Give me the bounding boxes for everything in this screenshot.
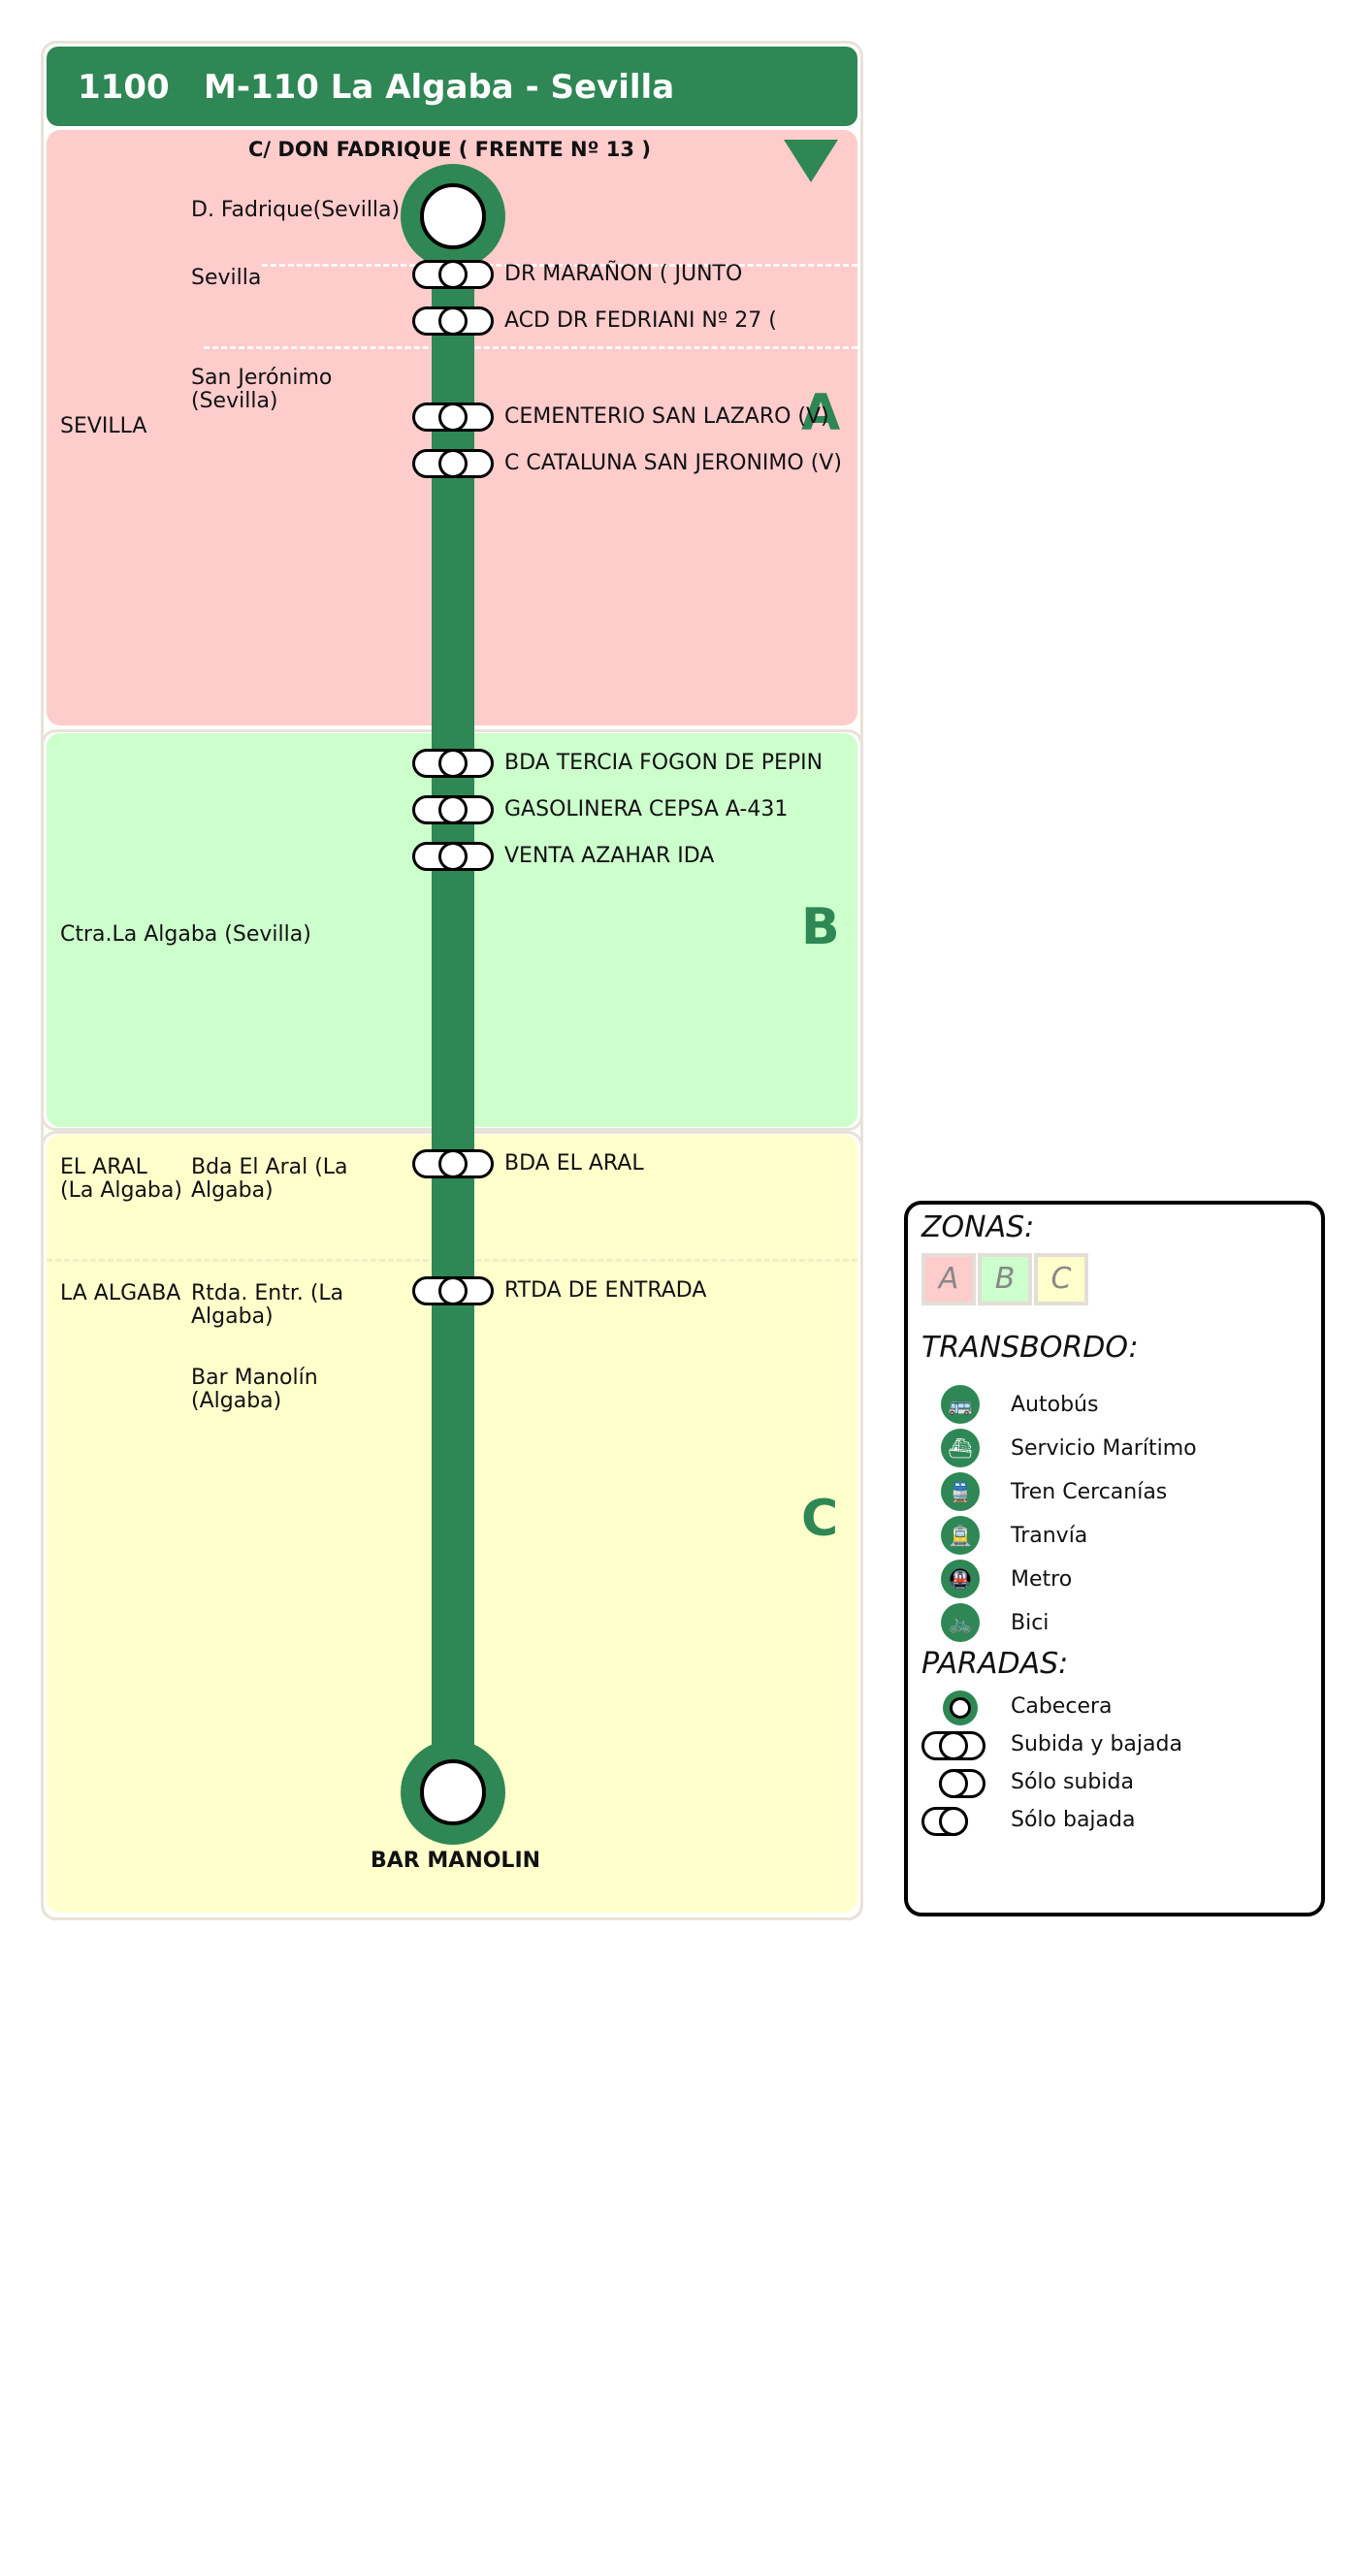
ferry-icon: ⛴ xyxy=(941,1429,980,1467)
area-label: Bar Manolín (Algaba) xyxy=(191,1366,318,1413)
area-label: Sevilla xyxy=(191,266,262,290)
legend-stop-type-label: Sólo subida xyxy=(1011,1770,1134,1794)
legend-transfer-label: Metro xyxy=(1011,1567,1073,1592)
tram-icon: 🚊 xyxy=(941,1516,980,1555)
origin-stop-label: C/ DON FADRIQUE ( FRENTE Nº 13 ) xyxy=(248,138,651,161)
legend-stop-type-label: Cabecera xyxy=(1011,1694,1113,1719)
line-title-bar: 1100 M-110 La Algaba - Sevilla xyxy=(47,47,857,126)
legend-transfer-heading: TRANSBORDO: xyxy=(921,1331,1139,1365)
board-alight-stop-icon xyxy=(939,1731,968,1760)
stop-marker[interactable] xyxy=(412,402,494,432)
legend-zone-c-swatch: C xyxy=(1034,1253,1088,1305)
destination-stop-label: BAR MANOLIN xyxy=(371,1849,541,1873)
stop-label: CEMENTERIO SAN LAZARO (V) xyxy=(504,404,829,429)
stop-marker[interactable] xyxy=(412,449,494,478)
terminal-stop-icon xyxy=(943,1690,978,1725)
legend-transfer-label: Autobús xyxy=(1011,1393,1099,1417)
legend-transfer-label: Tren Cercanías xyxy=(1011,1480,1168,1504)
metro-icon: 🚇 xyxy=(941,1560,980,1598)
alight-only-stop-icon xyxy=(939,1807,968,1836)
legend-transfer-label: Tranvía xyxy=(1011,1524,1088,1548)
legend-zones-heading: ZONAS: xyxy=(921,1210,1035,1244)
legend-zone-b-swatch: B xyxy=(978,1253,1032,1305)
zone-letter-c: C xyxy=(801,1490,839,1548)
stop-label: BDA EL ARAL xyxy=(504,1151,644,1175)
origin-terminal-marker[interactable] xyxy=(401,164,505,269)
board-only-stop-icon xyxy=(939,1769,968,1798)
stop-marker[interactable] xyxy=(412,260,494,289)
legend-transfer-label: Servicio Marítimo xyxy=(1011,1436,1197,1461)
area-label: San Jerónimo (Sevilla) xyxy=(191,366,333,413)
stop-marker[interactable] xyxy=(412,1149,494,1178)
legend-zone-a-swatch: A xyxy=(921,1253,976,1305)
line-name: M-110 La Algaba - Sevilla xyxy=(204,68,675,107)
area-label: Rtda. Entr. (La Algaba) xyxy=(191,1281,344,1329)
bus-icon: 🚌 xyxy=(941,1385,980,1424)
area-label: Bda El Aral (La Algaba) xyxy=(191,1155,348,1203)
municipality-label: Ctra.La Algaba (Sevilla) xyxy=(60,922,311,947)
direction-arrow-icon xyxy=(784,140,838,182)
municipality-label: EL ARAL (La Algaba) xyxy=(60,1155,182,1203)
stop-marker[interactable] xyxy=(412,749,494,778)
stop-label: VENTA AZAHAR IDA xyxy=(504,844,715,868)
legend-stop-type-label: Sólo bajada xyxy=(1011,1808,1136,1832)
train-icon: 🚆 xyxy=(941,1472,980,1511)
stop-marker[interactable] xyxy=(412,1276,494,1305)
stop-label: C CATALUNA SAN JERONIMO (V) xyxy=(504,451,842,475)
stop-label: GASOLINERA CEPSA A-431 xyxy=(504,797,789,821)
legend-stop-type-label: Subida y bajada xyxy=(1011,1732,1182,1756)
stop-label: ACD DR FEDRIANI Nº 27 ( xyxy=(504,308,777,333)
line-code: 1100 xyxy=(78,68,170,107)
legend-stops-heading: PARADAS: xyxy=(921,1647,1069,1681)
area-separator xyxy=(204,346,857,349)
stop-label: RTDA DE ENTRADA xyxy=(504,1278,707,1303)
destination-terminal-marker[interactable] xyxy=(401,1740,505,1845)
municipality-label: LA ALGABA xyxy=(60,1281,181,1305)
stop-marker[interactable] xyxy=(412,795,494,824)
zone-letter-a: A xyxy=(801,384,841,442)
stop-label: BDA TERCIA FOGON DE PEPIN xyxy=(504,751,824,775)
stop-marker[interactable] xyxy=(412,306,494,336)
stop-label: DR MARAÑON ( JUNTO xyxy=(504,262,743,286)
area-separator xyxy=(262,264,857,267)
zone-letter-b: B xyxy=(801,898,840,956)
route-line xyxy=(432,215,474,1796)
area-label: D. Fadrique(Sevilla) xyxy=(191,198,401,222)
bike-icon: 🚲 xyxy=(941,1603,980,1642)
legend-transfer-label: Bici xyxy=(1011,1611,1050,1635)
legend-panel: ZONAS: A B C TRANSBORDO: 🚌 Autobús ⛴ Ser… xyxy=(904,1201,1325,1916)
municipality-label: SEVILLA xyxy=(60,414,147,438)
stop-marker[interactable] xyxy=(412,842,494,871)
